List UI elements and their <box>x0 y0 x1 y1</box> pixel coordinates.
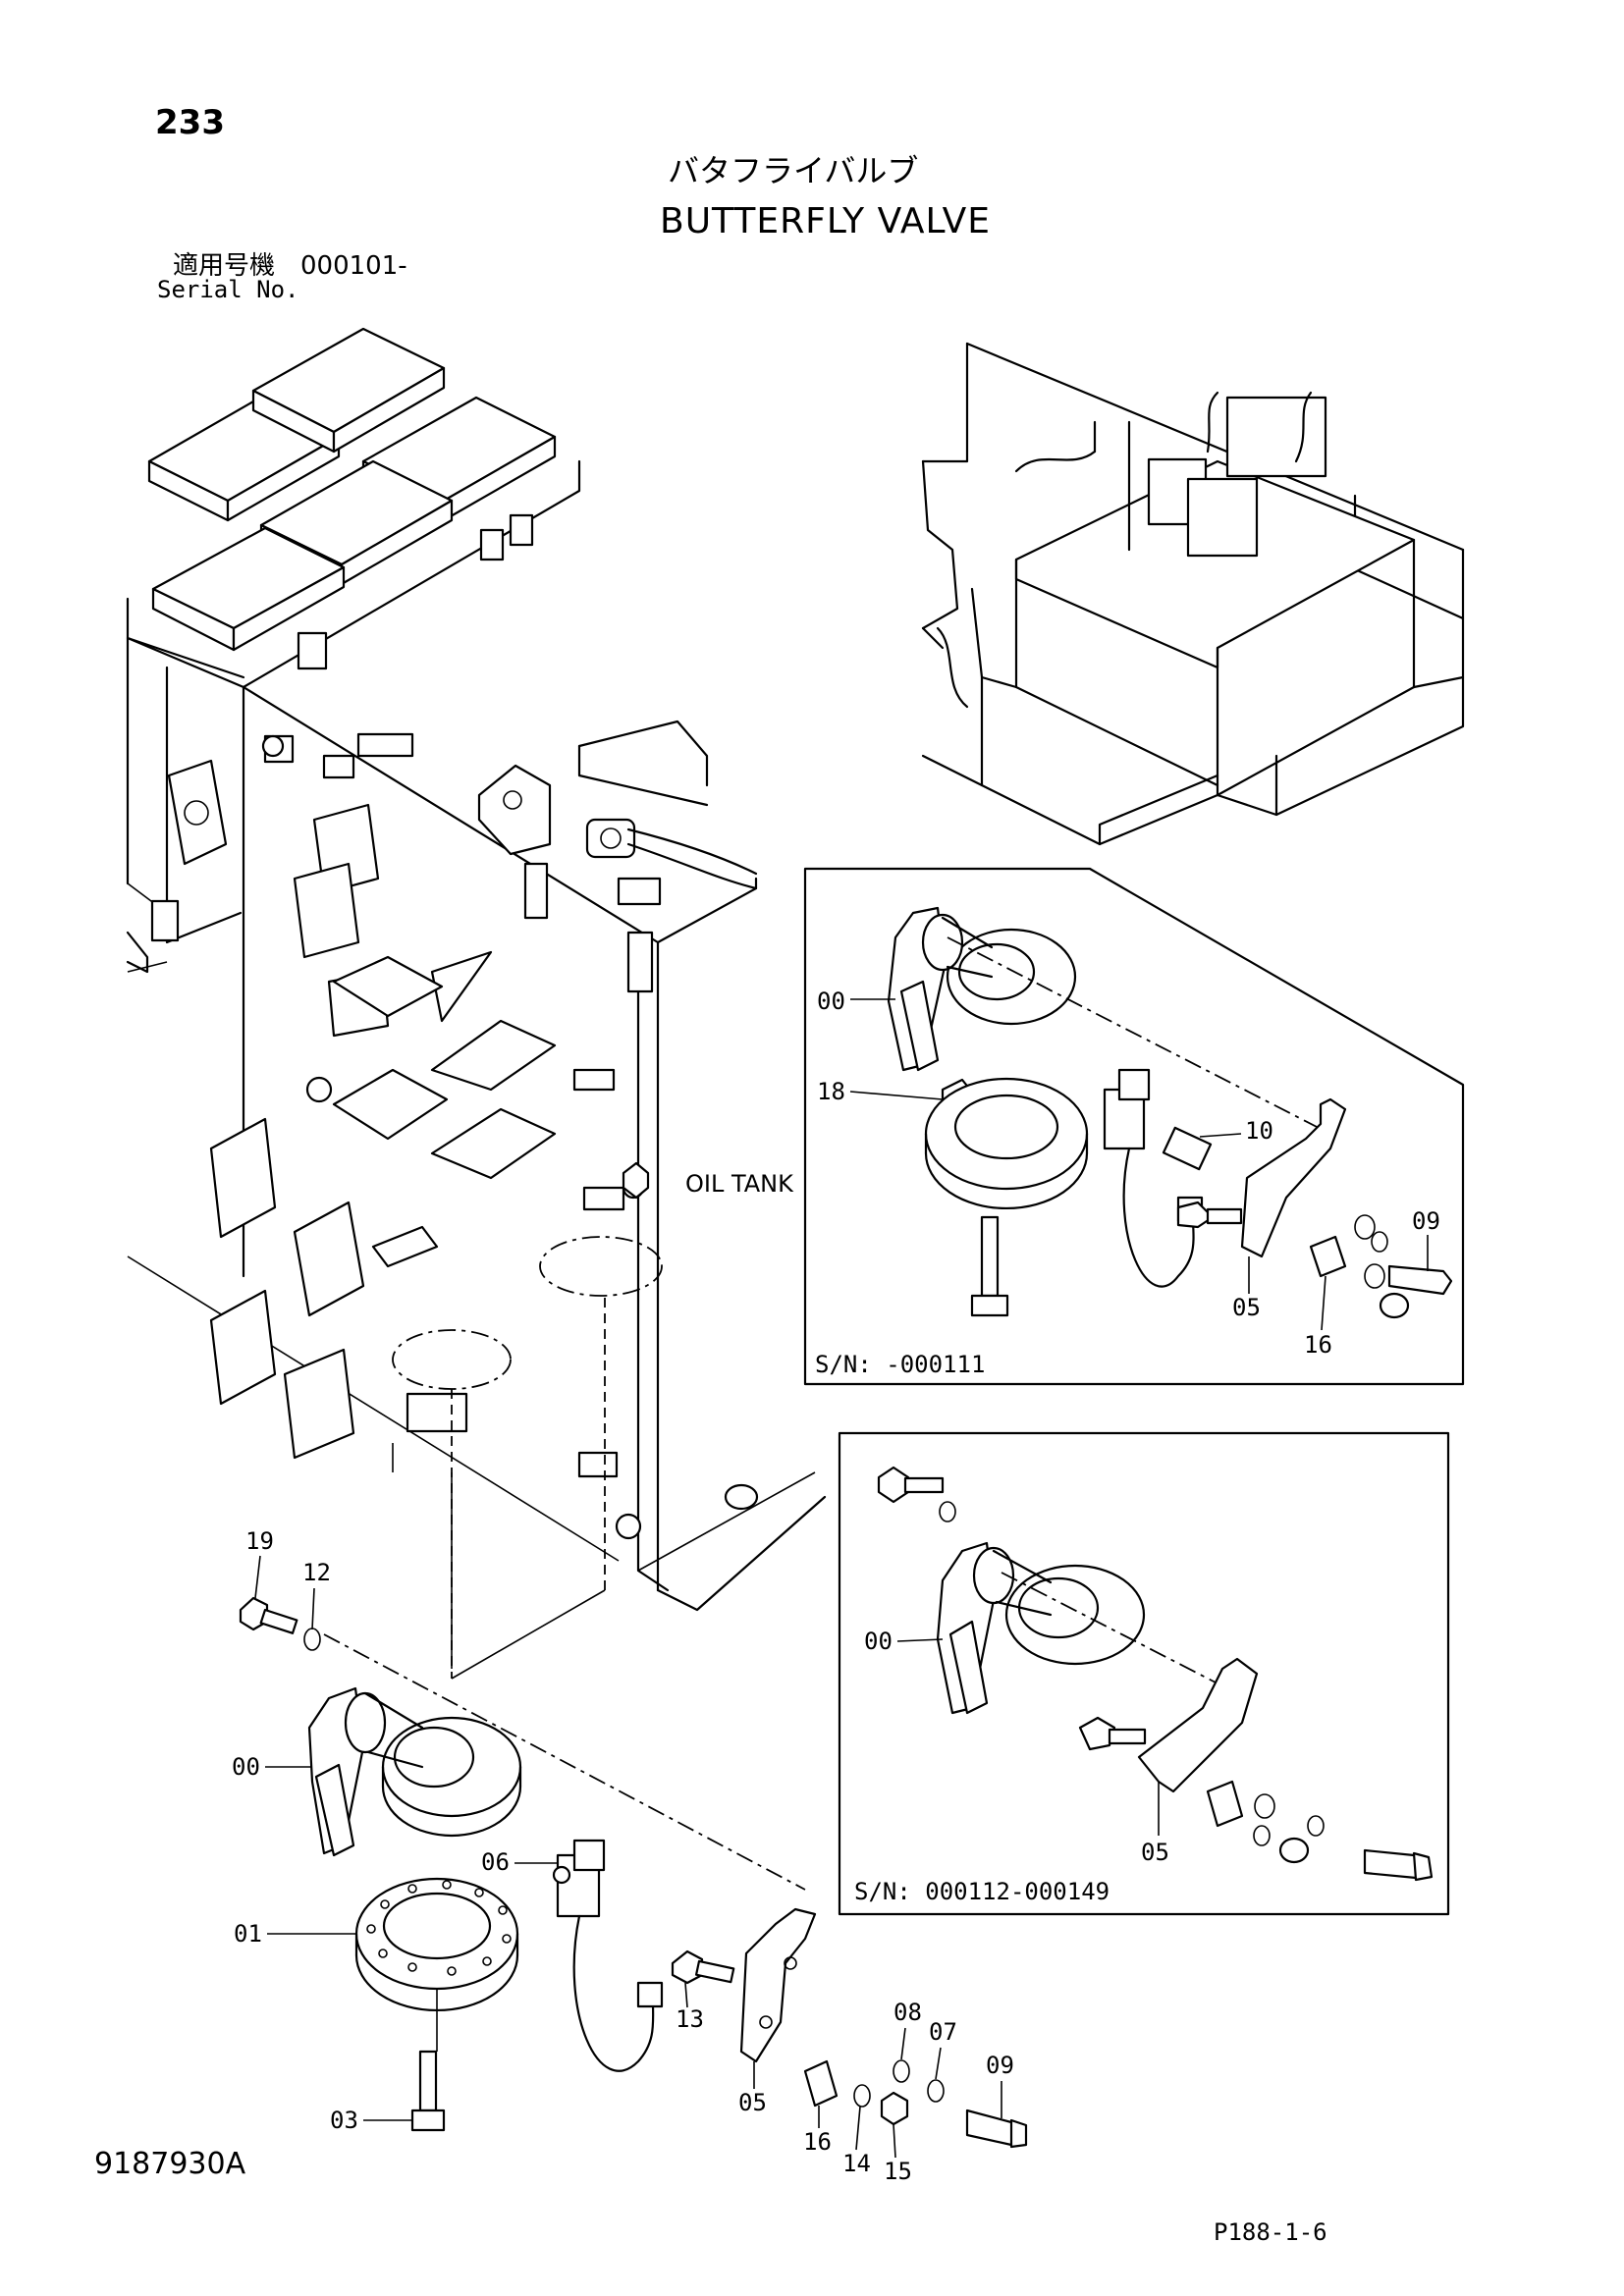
title-japanese: バタフライバルブ <box>668 152 919 189</box>
part-label-00-bottom-inset: 00 <box>864 1628 893 1655</box>
part-label-05-main: 05 <box>738 2089 767 2116</box>
part-label-13: 13 <box>676 2005 704 2033</box>
inset-bottom <box>838 1431 1450 1916</box>
part-label-05-top: 05 <box>1232 1294 1261 1321</box>
serial-label-english: Serial No. <box>157 276 299 303</box>
part-label-03: 03 <box>330 2107 358 2134</box>
part-label-06: 06 <box>481 1848 510 1876</box>
part-label-00-main: 00 <box>232 1753 260 1781</box>
oil-tank-frame-drawing <box>126 636 827 1680</box>
part-label-14: 14 <box>842 2150 871 2177</box>
part-label-18: 18 <box>817 1078 845 1105</box>
machine-overview-drawing <box>921 342 1465 846</box>
part-label-19: 19 <box>245 1527 274 1555</box>
part-label-09-top: 09 <box>1412 1207 1440 1235</box>
main-assembly <box>239 1596 1028 2149</box>
part-label-08: 08 <box>893 1999 922 2026</box>
oil-tank-label: OIL TANK <box>685 1170 794 1198</box>
part-label-12: 12 <box>302 1559 331 1586</box>
battery-pack-drawing <box>126 327 581 689</box>
part-label-16-top: 16 <box>1304 1331 1332 1359</box>
part-label-15: 15 <box>884 2158 912 2185</box>
part-label-00-top: 00 <box>817 988 845 1015</box>
inset-bottom-serial: S/N: 000112-000149 <box>854 1878 1110 1905</box>
document-code: 9187930A <box>94 2147 246 2181</box>
page-reference: P188-1-6 <box>1214 2218 1327 2246</box>
part-label-09-main: 09 <box>986 2052 1014 2079</box>
title-english: BUTTERFLY VALVE <box>660 201 991 241</box>
inset-top-serial: S/N: -000111 <box>815 1351 985 1378</box>
part-label-10: 10 <box>1245 1117 1273 1145</box>
part-label-05-bottom-inset: 05 <box>1141 1839 1169 1866</box>
inset-top <box>803 867 1465 1386</box>
part-label-07: 07 <box>929 2018 957 2046</box>
part-label-16-main: 16 <box>803 2128 832 2156</box>
serial-label-japanese: 適用号機 000101- <box>173 251 407 281</box>
page-number: 233 <box>155 103 225 142</box>
part-label-01: 01 <box>234 1920 262 1948</box>
